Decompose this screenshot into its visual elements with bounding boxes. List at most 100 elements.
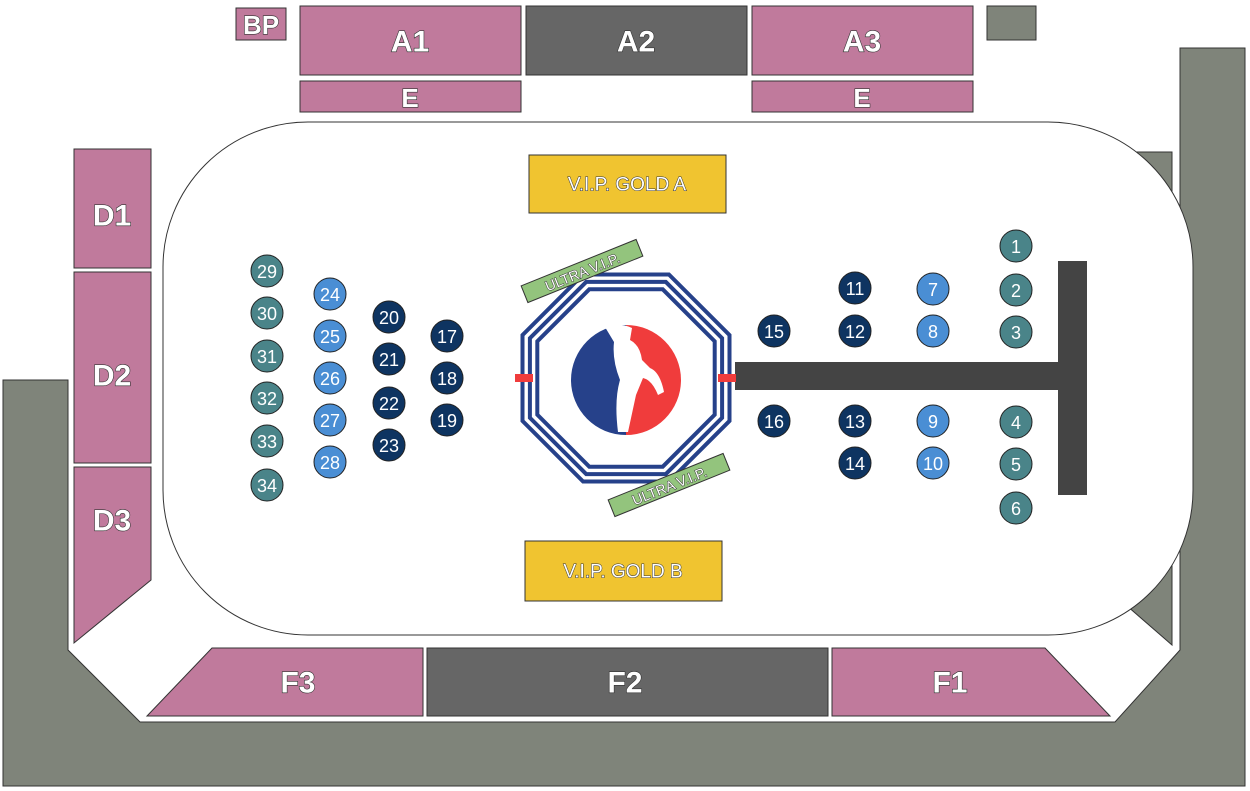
table-circle — [838, 271, 872, 305]
table-15[interactable]: 15 — [757, 314, 791, 348]
table-number: 25 — [320, 327, 340, 347]
table-number: 18 — [437, 369, 457, 389]
section-f1[interactable]: F1 — [831, 647, 1112, 717]
ring-rope — [535, 287, 717, 469]
section-label: A1 — [391, 26, 429, 59]
ring-logo — [571, 324, 681, 435]
table-number: 28 — [320, 453, 340, 473]
table-circle — [999, 491, 1033, 525]
table-29[interactable]: 29 — [250, 254, 284, 288]
table-30[interactable]: 30 — [250, 296, 284, 330]
table-circle — [250, 296, 284, 330]
table-circle — [999, 273, 1033, 307]
table-circle — [250, 381, 284, 415]
table-9[interactable]: 9 — [916, 404, 950, 438]
table-5[interactable]: 5 — [999, 447, 1033, 481]
section-d3[interactable]: D3 — [73, 466, 152, 645]
vip-gold-a[interactable]: V.I.P. GOLD A — [528, 154, 727, 214]
table-number: 17 — [437, 327, 457, 347]
table-10[interactable]: 10 — [916, 446, 950, 480]
section-e-right[interactable]: E — [751, 80, 974, 114]
table-1[interactable]: 1 — [999, 229, 1033, 263]
section-d1[interactable]: D1 — [73, 148, 152, 269]
section-f3[interactable]: F3 — [145, 647, 424, 717]
table-6[interactable]: 6 — [999, 491, 1033, 525]
table-circle — [757, 314, 791, 348]
table-32[interactable]: 32 — [250, 381, 284, 415]
section-bp[interactable]: BP — [235, 7, 287, 41]
table-number: 9 — [928, 412, 938, 432]
section-f2[interactable]: F2 — [426, 647, 829, 717]
table-19[interactable]: 19 — [430, 403, 464, 437]
table-22[interactable]: 22 — [372, 386, 406, 420]
table-31[interactable]: 31 — [250, 339, 284, 373]
table-circle — [250, 339, 284, 373]
table-2[interactable]: 2 — [999, 273, 1033, 307]
section-label: A2 — [617, 26, 655, 59]
table-number: 29 — [257, 262, 277, 282]
table-34[interactable]: 34 — [250, 468, 284, 502]
table-23[interactable]: 23 — [372, 428, 406, 462]
table-8[interactable]: 8 — [916, 314, 950, 348]
table-24[interactable]: 24 — [313, 277, 347, 311]
section-label: D3 — [93, 505, 131, 538]
venue-wall — [2, 47, 1246, 787]
table-circle — [999, 447, 1033, 481]
table-16[interactable]: 16 — [757, 404, 791, 438]
table-20[interactable]: 20 — [372, 300, 406, 334]
section-e-left[interactable]: E — [299, 80, 522, 114]
table-12[interactable]: 12 — [838, 314, 872, 348]
table-number: 26 — [320, 369, 340, 389]
section-a1[interactable]: A1 — [299, 5, 522, 76]
table-17[interactable]: 17 — [430, 319, 464, 353]
table-circle — [313, 319, 347, 353]
runway — [735, 362, 1060, 390]
section-label: BP — [243, 10, 279, 40]
table-number: 23 — [379, 436, 399, 456]
table-3[interactable]: 3 — [999, 315, 1033, 349]
section-label: E — [853, 83, 870, 113]
table-33[interactable]: 33 — [250, 424, 284, 458]
ring-rope — [527, 279, 725, 477]
table-circle — [757, 404, 791, 438]
table-circle — [250, 424, 284, 458]
table-11[interactable]: 11 — [838, 271, 872, 305]
section-a2[interactable]: A2 — [525, 5, 748, 76]
table-14[interactable]: 14 — [838, 446, 872, 480]
table-circle — [916, 446, 950, 480]
table-circle — [838, 314, 872, 348]
table-circle — [838, 446, 872, 480]
vip-label: V.I.P. GOLD A — [568, 175, 687, 196]
table-number: 1 — [1011, 237, 1021, 257]
table-number: 4 — [1011, 413, 1021, 433]
section-label: F2 — [607, 667, 642, 700]
table-number: 11 — [846, 279, 865, 299]
table-circle — [838, 404, 872, 438]
table-27[interactable]: 27 — [313, 403, 347, 437]
table-13[interactable]: 13 — [838, 404, 872, 438]
table-number: 22 — [379, 394, 399, 414]
ring-corner-right — [718, 374, 736, 382]
stage — [1058, 261, 1087, 495]
vip-gold-b[interactable]: V.I.P. GOLD B — [524, 540, 723, 602]
table-18[interactable]: 18 — [430, 361, 464, 395]
section-d2[interactable]: D2 — [73, 271, 152, 464]
table-26[interactable]: 26 — [313, 361, 347, 395]
table-28[interactable]: 28 — [313, 445, 347, 479]
table-circle — [916, 272, 950, 306]
section-a3[interactable]: A3 — [751, 5, 974, 76]
table-4[interactable]: 4 — [999, 405, 1033, 439]
table-number: 27 — [320, 411, 340, 431]
table-circle — [313, 403, 347, 437]
table-25[interactable]: 25 — [313, 319, 347, 353]
table-21[interactable]: 21 — [372, 342, 406, 376]
table-number: 31 — [257, 347, 277, 367]
table-number: 6 — [1011, 499, 1021, 519]
ring-corner-left — [515, 374, 533, 382]
table-7[interactable]: 7 — [916, 272, 950, 306]
table-circle — [313, 361, 347, 395]
table-number: 16 — [764, 412, 784, 432]
table-circle — [999, 315, 1033, 349]
table-circle — [250, 468, 284, 502]
